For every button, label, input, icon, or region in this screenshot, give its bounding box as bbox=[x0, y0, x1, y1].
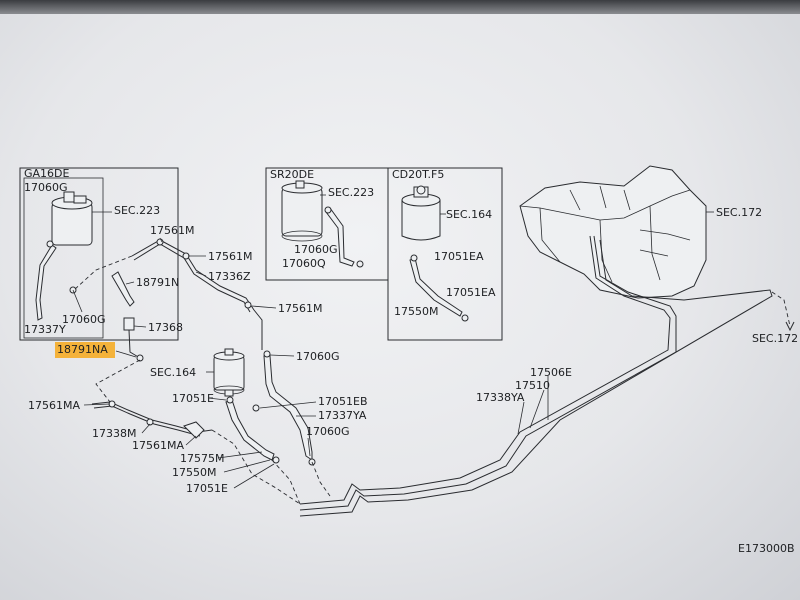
hose-cd20t bbox=[409, 257, 463, 317]
box-ga16de: GA16DE 17060G SEC.223 17060G 17337Y bbox=[19, 167, 179, 341]
label-17337ya: 17337YA bbox=[318, 409, 367, 422]
label-17051e-a: 17051E bbox=[172, 392, 214, 405]
label-17051eb: 17051EB bbox=[318, 395, 368, 408]
label-17338m: 17338M bbox=[92, 427, 136, 440]
canister-sr20de bbox=[281, 180, 326, 242]
box-sr20de: SR20DE SEC.223 17060G 17060Q bbox=[265, 167, 389, 281]
label-17561ma-b: 17561MA bbox=[132, 439, 184, 452]
box-ga16de-title: GA16DE bbox=[24, 167, 70, 180]
label-17575m: 17575M bbox=[180, 452, 224, 465]
label-17506e: 17506E bbox=[530, 366, 572, 379]
canister-ga16de bbox=[51, 191, 112, 246]
label-cd20t-17550m: 17550M bbox=[394, 305, 438, 318]
label-17510: 17510 bbox=[515, 379, 550, 392]
label-cd20t-sec164: SEC.164 bbox=[446, 208, 492, 221]
label-17561m-a: 17561M bbox=[150, 224, 194, 237]
label-17368: 17368 bbox=[148, 321, 183, 334]
label-18791na: 18791NA bbox=[57, 343, 108, 356]
label-ga16de-sec223: SEC.223 bbox=[114, 204, 160, 217]
line-assembly-left bbox=[73, 238, 331, 505]
label-sec164: SEC.164 bbox=[150, 366, 196, 379]
diagram-code: E173000B bbox=[738, 542, 795, 555]
hose-ga16de bbox=[35, 244, 57, 321]
line-to-sec172 bbox=[771, 291, 791, 327]
label-17338ya: 17338YA bbox=[476, 391, 525, 404]
monitor-bezel bbox=[0, 0, 800, 14]
box-cd20t: CD20T.F5 SEC.164 17051EA 17051EA 17550M bbox=[387, 167, 503, 341]
label-17550m: 17550M bbox=[172, 466, 216, 479]
label-17051e-b: 17051E bbox=[186, 482, 228, 495]
label-ga16de-17337y: 17337Y bbox=[24, 323, 66, 336]
label-17561ma-a: 17561MA bbox=[28, 399, 80, 412]
label-sr20de-17060q: 17060Q bbox=[282, 257, 326, 270]
label-cd20t-17051ea-top: 17051EA bbox=[434, 250, 484, 263]
fuel-filter-center bbox=[213, 348, 245, 397]
label-17336z: 17336Z bbox=[208, 270, 251, 283]
label-17561m-b: 17561M bbox=[208, 250, 252, 263]
label-sr20de-sec223: SEC.223 bbox=[328, 186, 374, 199]
label-17060g-main: 17060G bbox=[296, 350, 340, 363]
label-17561m-c: 17561M bbox=[278, 302, 322, 315]
box-sr20de-title: SR20DE bbox=[270, 168, 314, 181]
box-cd20t-title: CD20T.F5 bbox=[392, 168, 444, 181]
label-18791n: 18791N bbox=[136, 276, 179, 289]
label-sr20de-17060g: 17060G bbox=[294, 243, 338, 256]
label-ga16de-17060g-top: 17060G bbox=[24, 181, 68, 194]
hose-sr20de bbox=[325, 207, 355, 267]
fuel-tank bbox=[519, 165, 714, 299]
fuel-lines-main bbox=[299, 235, 773, 517]
filter-cd20t bbox=[401, 185, 446, 241]
label-sec172-right: SEC.172 bbox=[752, 332, 798, 345]
label-17060g-low: 17060G bbox=[306, 425, 350, 438]
highlighted-part-marker bbox=[55, 342, 115, 358]
label-ga16de-17060g-bottom: 17060G bbox=[62, 313, 106, 326]
label-sec172-top: SEC.172 bbox=[716, 206, 762, 219]
label-cd20t-17051ea-bottom: 17051EA bbox=[446, 286, 496, 299]
